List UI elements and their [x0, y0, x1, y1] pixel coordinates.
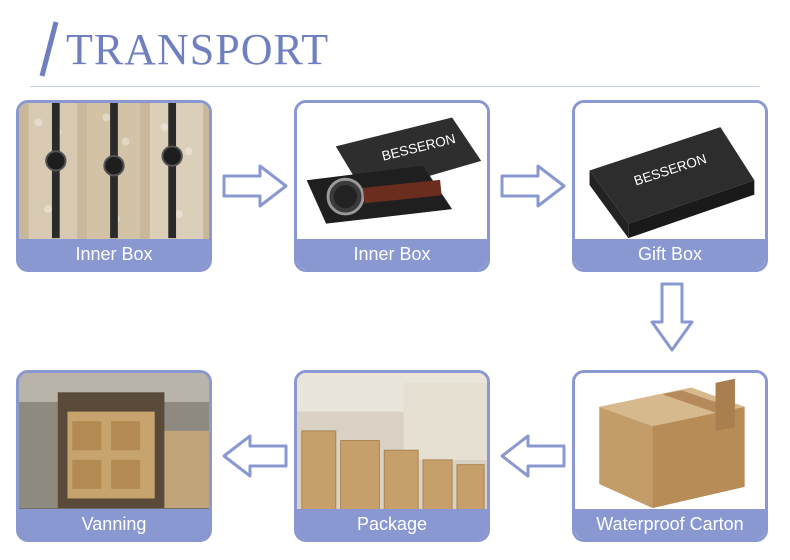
arrow-right-icon	[222, 164, 288, 208]
arrow-down-icon	[650, 282, 694, 352]
step-card-vanning: Vanning	[16, 370, 212, 542]
step-caption: Vanning	[19, 509, 209, 539]
step-caption: Gift Box	[575, 239, 765, 269]
step-card-gift-box: BESSERON Gift Box	[572, 100, 768, 272]
page-title: TRANSPORT	[66, 25, 330, 74]
step-caption: Inner Box	[19, 239, 209, 269]
step-caption: Package	[297, 509, 487, 539]
step-caption: Inner Box	[297, 239, 487, 269]
title-slash-decoration	[39, 21, 59, 77]
step-caption: Waterproof Carton	[575, 509, 765, 539]
step-card-inner-box-wrap: Inner Box	[16, 100, 212, 272]
arrow-right-icon	[500, 164, 566, 208]
arrow-left-icon	[500, 434, 566, 478]
step-card-waterproof-carton: Waterproof Carton	[572, 370, 768, 542]
step-card-package: Package	[294, 370, 490, 542]
arrow-left-icon	[222, 434, 288, 478]
title-divider	[30, 86, 760, 87]
step-card-inner-box-open: BESSERON Inner Box	[294, 100, 490, 272]
